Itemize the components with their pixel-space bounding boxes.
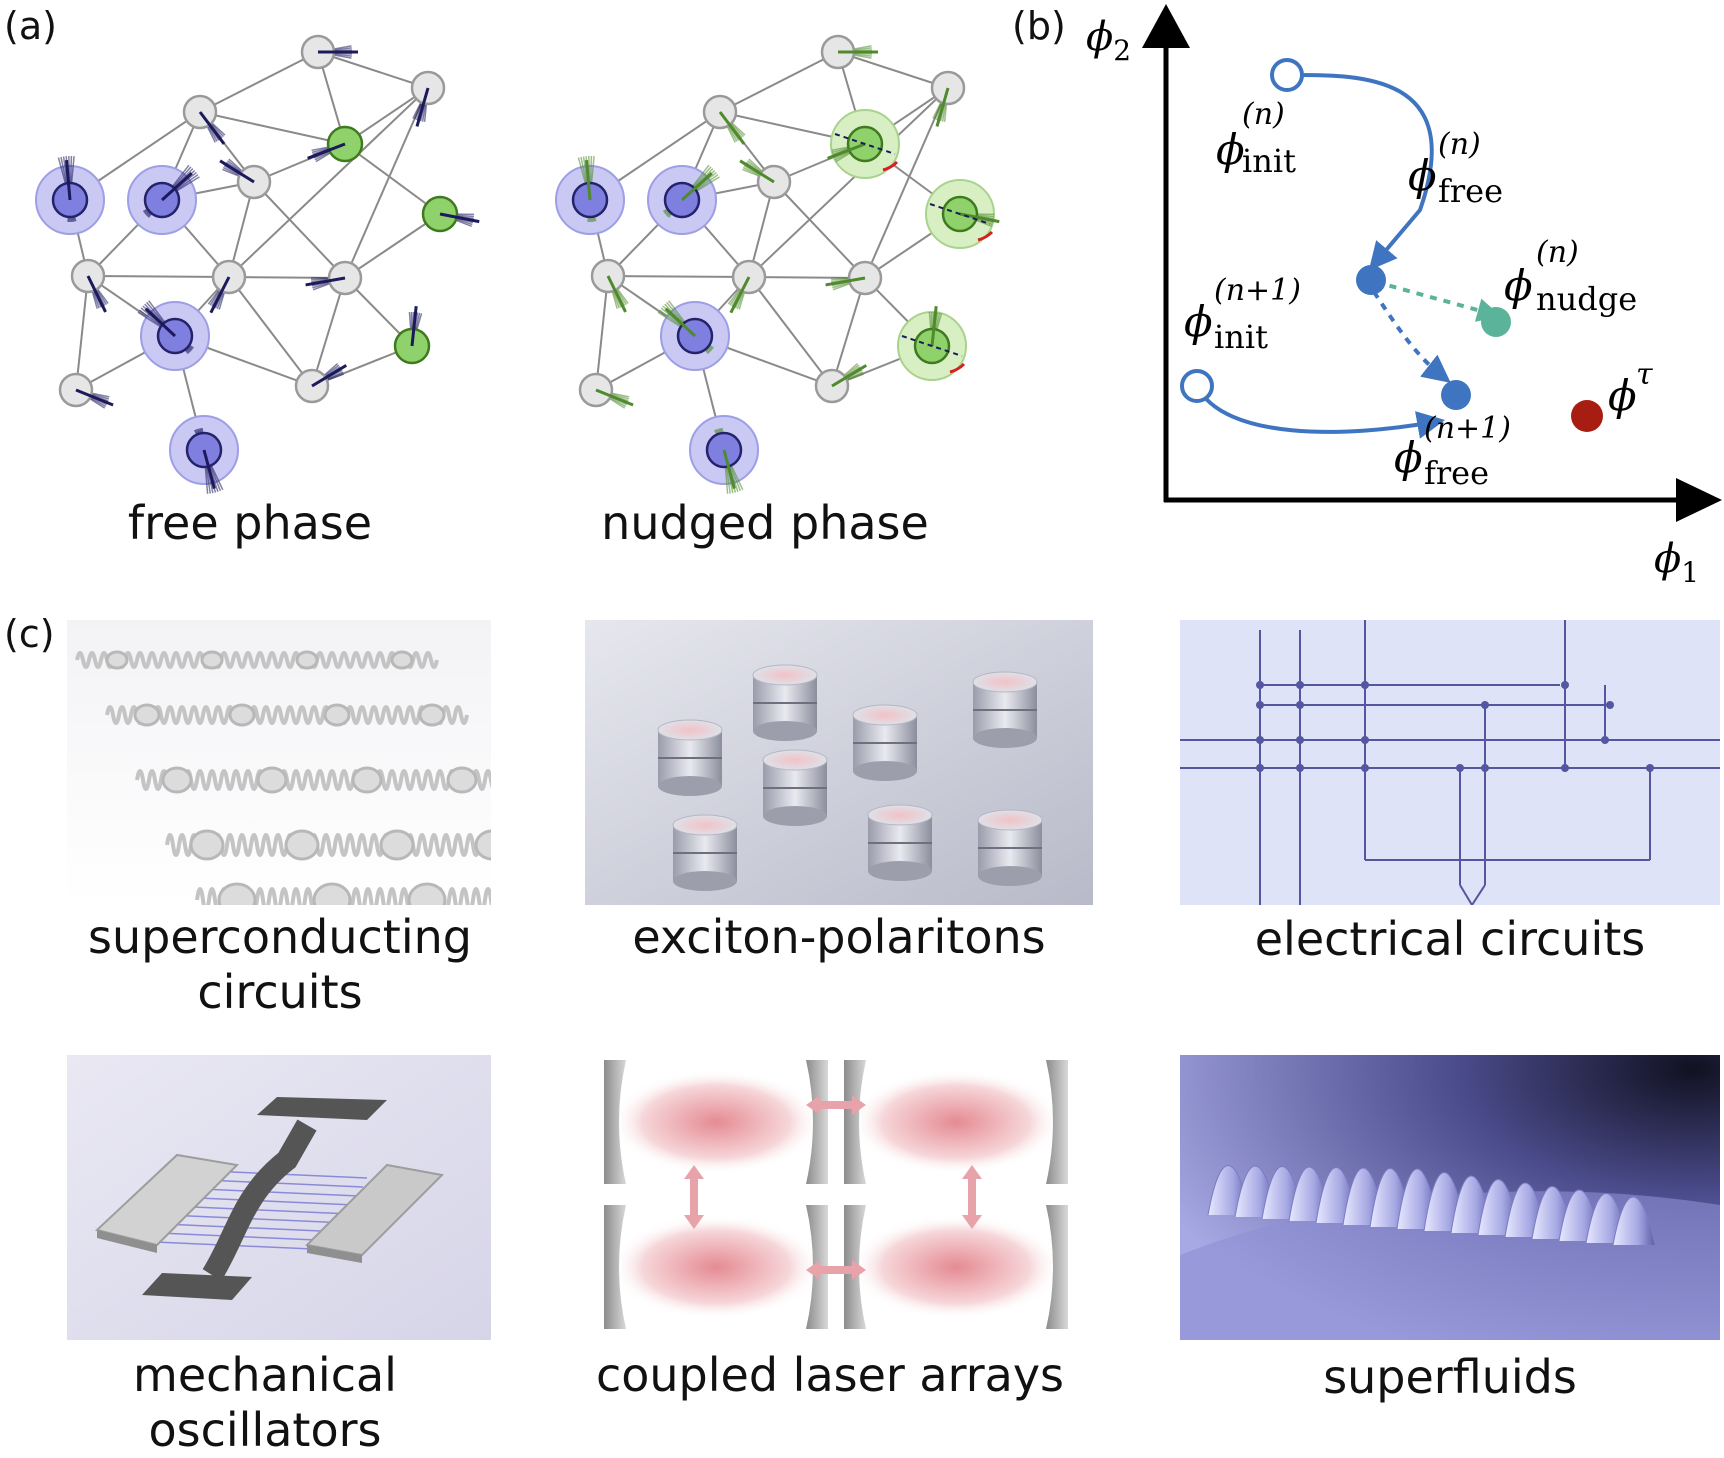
input-node xyxy=(648,165,719,234)
hidden-node xyxy=(579,374,633,408)
hidden-node xyxy=(59,374,113,408)
svg-text:init: init xyxy=(1242,142,1296,180)
label-init-n1: ϕ (n+1) init xyxy=(1184,273,1301,356)
y-axis-label: ϕ2 xyxy=(1086,14,1131,67)
mechanical-oscillators-image xyxy=(67,1055,491,1340)
svg-text:(n): (n) xyxy=(1536,235,1579,270)
x-axis-label: ϕ1 xyxy=(1654,536,1699,589)
caption-superconducting-circuits: superconducting circuits xyxy=(60,910,500,1020)
hidden-node xyxy=(220,159,270,198)
input-node xyxy=(556,156,624,234)
label-target: ϕ τ xyxy=(1608,357,1653,420)
output-node xyxy=(308,127,362,162)
svg-text:free: free xyxy=(1438,172,1503,210)
svg-text:τ: τ xyxy=(1636,357,1653,392)
nudge-step-arrow xyxy=(1376,282,1492,314)
svg-text:ϕ: ϕ xyxy=(1394,433,1423,482)
superconducting-circuits-image xyxy=(67,620,491,905)
init-n-point xyxy=(1272,60,1302,90)
label-nudge-n: ϕ (n) nudge xyxy=(1504,235,1637,318)
caption-exciton-polaritons: exciton-polaritons xyxy=(585,910,1093,965)
superfluids-image xyxy=(1180,1055,1720,1340)
nudged-phase-network xyxy=(520,0,1040,500)
panel-c-letter: (c) xyxy=(4,612,55,656)
hidden-node xyxy=(816,364,866,402)
svg-text:(n): (n) xyxy=(1242,97,1285,132)
caption-coupled-laser-arrays: coupled laser arrays xyxy=(585,1348,1075,1403)
target-point xyxy=(1571,400,1603,432)
nudged-phase-caption: nudged phase xyxy=(595,496,935,551)
svg-text:ϕ: ϕ xyxy=(1408,151,1437,200)
input-node xyxy=(658,301,729,370)
label-init-n: ϕ (n) init xyxy=(1216,97,1296,180)
input-node xyxy=(128,165,199,234)
free-phase-network xyxy=(0,0,520,500)
svg-text:(n+1): (n+1) xyxy=(1214,273,1301,308)
label-free-n: ϕ (n) free xyxy=(1408,127,1503,210)
input-node xyxy=(170,416,238,494)
x-axis-arrowhead xyxy=(1676,478,1722,522)
hidden-node xyxy=(296,364,346,402)
output-node xyxy=(395,306,429,363)
output-node xyxy=(423,197,479,231)
free-trajectory-n1 xyxy=(1197,386,1434,432)
y-axis-arrowhead xyxy=(1142,4,1190,48)
hidden-node xyxy=(208,261,245,313)
init-n1-point xyxy=(1182,371,1212,401)
caption-mechanical-oscillators: mechanical oscillators xyxy=(60,1348,470,1458)
svg-text:ϕ: ϕ xyxy=(1184,297,1213,346)
coupled-laser-arrays-image xyxy=(594,1055,1078,1340)
input-node xyxy=(690,416,758,494)
output-node xyxy=(898,306,966,380)
hidden-node xyxy=(412,71,444,126)
free-n1-point xyxy=(1441,380,1471,410)
svg-text:(n+1): (n+1) xyxy=(1424,411,1511,446)
hidden-node xyxy=(932,71,964,126)
hidden-node xyxy=(740,159,790,198)
nudge-n-point xyxy=(1481,307,1511,337)
svg-text:ϕ: ϕ xyxy=(1216,125,1245,174)
input-node xyxy=(138,301,209,370)
phase-space-plot: ϕ2 ϕ1 ϕ (n) init ϕ (n) free ϕ (n) nudge … xyxy=(1024,0,1724,590)
free-phase-caption: free phase xyxy=(100,496,400,551)
caption-electrical-circuits: electrical circuits xyxy=(1180,912,1720,967)
free-n-point xyxy=(1356,265,1386,295)
exciton-polaritons-image xyxy=(585,620,1093,905)
output-node xyxy=(926,180,999,248)
svg-text:init: init xyxy=(1214,318,1268,356)
svg-text:ϕ: ϕ xyxy=(1504,261,1533,310)
svg-text:free: free xyxy=(1424,454,1489,492)
hidden-node xyxy=(728,261,765,313)
update-step-arrow xyxy=(1374,292,1442,376)
hidden-node xyxy=(306,262,362,294)
svg-text:ϕ: ϕ xyxy=(1608,371,1637,420)
electrical-circuits-image xyxy=(1180,620,1720,905)
input-node xyxy=(36,156,104,234)
output-node xyxy=(828,110,899,178)
caption-superfluids: superfluids xyxy=(1180,1350,1720,1405)
svg-text:nudge: nudge xyxy=(1536,280,1637,318)
hidden-node xyxy=(826,262,882,294)
svg-text:(n): (n) xyxy=(1438,127,1481,162)
label-free-n1: ϕ (n+1) free xyxy=(1394,411,1511,492)
